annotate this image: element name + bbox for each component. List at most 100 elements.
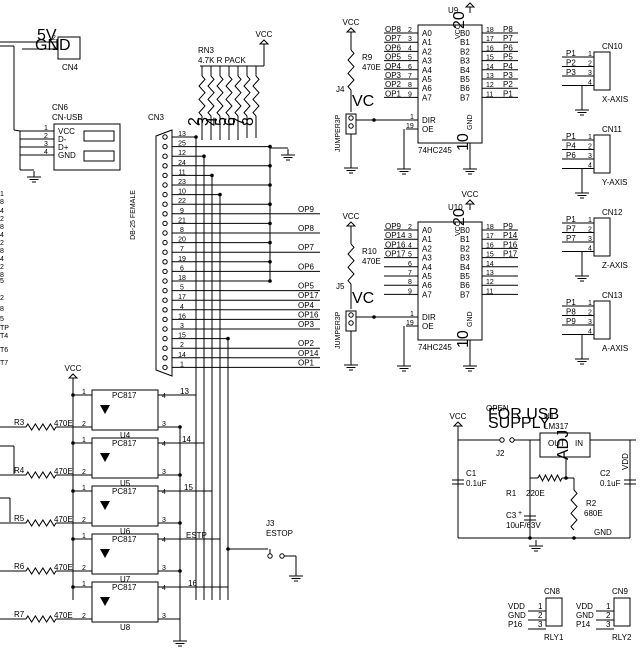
db25-pin-number: 18 bbox=[178, 275, 186, 282]
cn3-label: CN3 bbox=[148, 113, 165, 122]
u10-vcc-pin: 20 bbox=[451, 208, 468, 226]
edge-fragment: T7 bbox=[0, 360, 8, 367]
u9-b-num: 12 bbox=[486, 82, 494, 89]
junction-dot bbox=[218, 192, 222, 197]
axis-pin-number: 2 bbox=[588, 310, 592, 317]
vcc-arrow bbox=[345, 221, 357, 227]
axis-pin-number: 1 bbox=[588, 300, 592, 307]
db25-pin-number: 23 bbox=[178, 179, 186, 186]
r7-resistor bbox=[25, 615, 57, 623]
db25-pin-number: 14 bbox=[178, 352, 186, 359]
junction-dot bbox=[202, 154, 206, 158]
z-axis-label: Z-AXIS bbox=[602, 261, 628, 270]
u9-output-net: P2 bbox=[503, 80, 513, 89]
vcc-label: VCC bbox=[450, 412, 467, 421]
u10-a-pin: A6 bbox=[422, 281, 432, 290]
pin-ring bbox=[279, 553, 285, 559]
rn3-resistor-6 bbox=[243, 75, 251, 117]
u6-pin4: 4 bbox=[162, 489, 166, 496]
u5-part: PC817 bbox=[112, 439, 137, 448]
junction-dot bbox=[178, 473, 182, 477]
axis-net-label: P4 bbox=[566, 142, 576, 151]
vcc-label: VCC bbox=[343, 212, 360, 221]
r7-value: 470E bbox=[54, 611, 73, 620]
u9-a-pin: A1 bbox=[422, 38, 432, 47]
u4-led bbox=[100, 405, 110, 414]
j4-label: J4 bbox=[336, 85, 345, 94]
u10-b-num: 11 bbox=[486, 288, 493, 295]
u10-b-pin: B0 bbox=[460, 226, 470, 235]
cn4-label: CN4 bbox=[62, 63, 79, 72]
u9-input-net: OP7 bbox=[385, 34, 402, 43]
axis-pin-number: 4 bbox=[588, 246, 592, 253]
db25-pin-number: 5 bbox=[180, 285, 184, 292]
r4-value: 470E bbox=[54, 467, 73, 476]
u9-a-num: 8 bbox=[408, 82, 412, 89]
db25-net-label: OP9 bbox=[298, 205, 315, 214]
db25-pin-ring bbox=[162, 153, 168, 159]
rn3-pin-number: 5 bbox=[213, 117, 230, 126]
u9-dir-pin: 1 bbox=[410, 114, 414, 121]
u9-b-pin: B7 bbox=[460, 93, 470, 102]
rn3-pin-number: 6 bbox=[222, 117, 239, 126]
lm317-label: LM317 bbox=[544, 422, 569, 431]
axis-net-label: P6 bbox=[566, 151, 576, 160]
cn6-sublabel: CN-USB bbox=[52, 113, 83, 122]
u9-a-pin: A0 bbox=[422, 29, 432, 38]
u10-output-net: P16 bbox=[503, 240, 518, 249]
u9-gnd-text: GND bbox=[467, 114, 474, 130]
u5-pin3: 3 bbox=[162, 469, 166, 476]
db25-pin-ring bbox=[162, 182, 168, 188]
u9-output-net: P3 bbox=[503, 71, 513, 80]
db25-pin-ring bbox=[162, 326, 168, 332]
db25-net-label: OP5 bbox=[298, 282, 315, 291]
u9-a-num: 5 bbox=[408, 55, 412, 62]
u4-pin1: 1 bbox=[82, 389, 86, 396]
rn3-pin-number: 4 bbox=[204, 117, 221, 126]
u10-a-pin: A2 bbox=[422, 244, 432, 253]
db25-pin-ring bbox=[162, 345, 168, 351]
rn3-resistor-1 bbox=[198, 75, 206, 117]
x-axis-label: X-AXIS bbox=[602, 95, 628, 104]
u10-a-pin: A7 bbox=[422, 290, 432, 299]
axis-net-label: P1 bbox=[566, 298, 576, 307]
u9-b-pin: B6 bbox=[460, 84, 470, 93]
r6-resistor bbox=[25, 567, 57, 575]
edge-fragment: 8 bbox=[0, 248, 4, 255]
u10-b-num: 16 bbox=[486, 242, 494, 249]
db25-net-label: OP2 bbox=[298, 339, 315, 348]
rn3-pin-number: 2 bbox=[186, 117, 203, 126]
u7-label: U7 bbox=[120, 575, 131, 584]
cn8-pin-num: 1 bbox=[538, 602, 543, 611]
db25-pin-number: 2 bbox=[180, 342, 184, 349]
db25-pin-number: 1 bbox=[180, 361, 184, 368]
r3-label: R3 bbox=[14, 418, 25, 427]
wire bbox=[13, 129, 21, 132]
u10-input-net: OP17 bbox=[385, 250, 406, 259]
junction-dot bbox=[226, 336, 230, 341]
u9-b-pin: B3 bbox=[460, 57, 470, 66]
u9-oe-pin: 19 bbox=[406, 123, 414, 130]
cn6-pin-number: 2 bbox=[44, 133, 48, 140]
rn3-resistor-2 bbox=[207, 75, 215, 117]
u9-a-pin: A7 bbox=[422, 93, 432, 102]
u5-label: U5 bbox=[120, 479, 131, 488]
cn9-pin-num: 3 bbox=[606, 620, 611, 629]
db25-pin-number: 9 bbox=[180, 208, 184, 215]
c2-value: 0.1uF bbox=[600, 479, 621, 488]
u9-output-net: P5 bbox=[503, 53, 513, 62]
edge-fragment: T4 bbox=[0, 333, 8, 340]
junction-dot bbox=[210, 173, 214, 178]
u10-dir: DIR bbox=[422, 313, 436, 322]
u10-a-num: 3 bbox=[408, 233, 412, 240]
cn4-pin2: 2 bbox=[52, 35, 56, 42]
u7-net: ESTP bbox=[186, 531, 207, 540]
cn9-body bbox=[613, 597, 631, 627]
cn6-pin-name: GND bbox=[58, 151, 76, 160]
axis-net-label: P1 bbox=[566, 49, 576, 58]
u9-input-net: OP4 bbox=[385, 62, 402, 71]
u10-a-num: 9 bbox=[408, 288, 412, 295]
db25-pin-number: 11 bbox=[178, 169, 185, 176]
cn8-pin-num: 3 bbox=[538, 620, 543, 629]
